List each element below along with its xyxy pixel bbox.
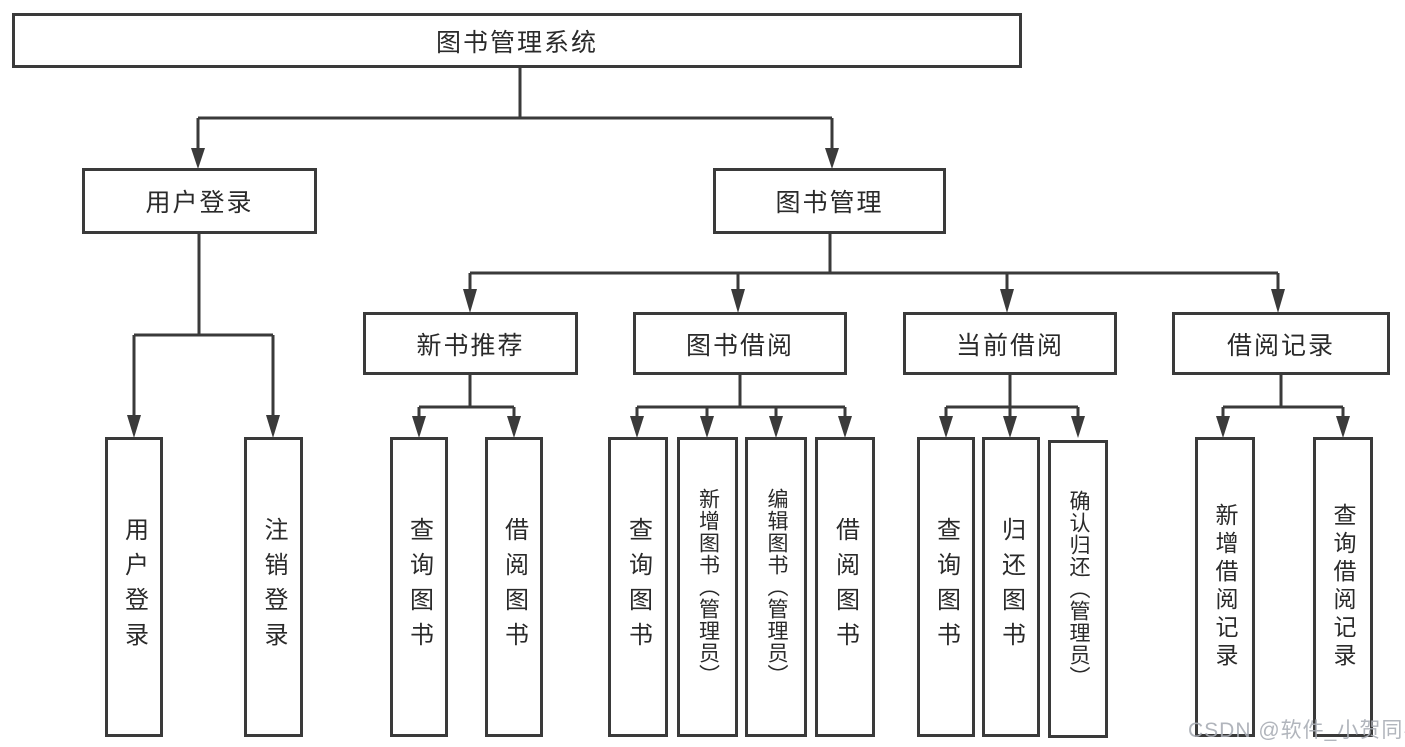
- node-book-borrow: 图书借阅: [633, 312, 847, 375]
- leaf-add-book-admin: 新增图书（管理员）: [677, 437, 738, 737]
- arrow-to-leaf-query-books-1: [412, 407, 426, 438]
- leaf-return-book-label: 归还图书: [997, 517, 1025, 657]
- arrow-to-new-book-recommend: [463, 273, 477, 313]
- leaf-confirm-return-admin: 确认归还（管理员）: [1048, 440, 1108, 738]
- leaf-edit-book-admin-label: 编辑图书（管理员）: [765, 488, 788, 686]
- node-current-borrow: 当前借阅: [903, 312, 1117, 375]
- node-book-management: 图书管理: [713, 168, 946, 234]
- node-new-book-recommend: 新书推荐: [363, 312, 578, 375]
- arrow-to-user-login: [191, 118, 205, 169]
- leaf-add-book-admin-label: 新增图书（管理员）: [696, 488, 720, 686]
- node-root-label: 图书管理系统: [435, 28, 598, 57]
- arrow-to-leaf-confirm-return: [1071, 407, 1085, 438]
- arrow-to-leaf-edit-book: [769, 407, 783, 438]
- leaf-logout: 注销登录: [244, 437, 303, 737]
- arrow-to-book-borrow: [731, 273, 745, 313]
- arrow-to-leaf-return-book: [1003, 407, 1017, 438]
- arrow-to-leaf-user-login: [127, 335, 141, 438]
- arrow-to-leaf-add-book: [700, 407, 714, 438]
- leaf-borrow-books-2-label: 借阅图书: [831, 517, 859, 657]
- leaf-query-borrow-record-label: 查询借阅记录: [1330, 503, 1356, 671]
- node-current-borrow-label: 当前借阅: [955, 331, 1064, 360]
- node-borrow-records: 借阅记录: [1172, 312, 1390, 375]
- arrow-to-leaf-logout: [266, 335, 280, 438]
- leaf-query-books-3: 查询图书: [917, 437, 975, 737]
- arrow-to-current-borrow: [1000, 273, 1014, 313]
- leaf-query-books-3-label: 查询图书: [932, 517, 960, 657]
- leaf-confirm-return-admin-label: 确认归还（管理员）: [1067, 490, 1090, 688]
- node-root: 图书管理系统: [12, 13, 1022, 68]
- leaf-borrow-books-1: 借阅图书: [485, 437, 543, 737]
- leaf-query-books-2: 查询图书: [608, 437, 668, 737]
- leaf-user-login: 用户登录: [105, 437, 163, 737]
- arrow-to-leaf-query-books-2: [630, 407, 644, 438]
- leaf-query-books-1: 查询图书: [390, 437, 448, 737]
- node-user-login: 用户登录: [82, 168, 317, 234]
- node-book-management-label: 图书管理: [775, 189, 884, 217]
- node-new-book-recommend-label: 新书推荐: [416, 331, 525, 360]
- leaf-borrow-books-1-label: 借阅图书: [500, 517, 528, 657]
- leaf-edit-book-admin: 编辑图书（管理员）: [745, 437, 807, 737]
- node-user-login-label: 用户登录: [145, 189, 254, 217]
- arrow-to-book-management: [825, 118, 839, 169]
- leaf-query-books-2-label: 查询图书: [624, 517, 652, 657]
- arrow-to-borrow-records: [1271, 273, 1285, 313]
- arrow-to-leaf-borrow-books-1: [507, 407, 521, 438]
- node-book-borrow-label: 图书借阅: [685, 331, 794, 360]
- leaf-add-borrow-record-label: 新增借阅记录: [1212, 503, 1238, 671]
- arrow-to-leaf-query-record: [1336, 407, 1350, 438]
- leaf-borrow-books-2: 借阅图书: [815, 437, 875, 737]
- arrow-to-leaf-add-record: [1216, 407, 1230, 438]
- leaf-user-login-label: 用户登录: [120, 517, 148, 657]
- arrow-to-leaf-query-books-3: [939, 407, 953, 438]
- csdn-watermark: CSDN @软件_小贺同学: [1188, 719, 1405, 742]
- leaf-add-borrow-record: 新增借阅记录: [1195, 437, 1255, 737]
- leaf-query-books-1-label: 查询图书: [405, 517, 433, 657]
- leaf-return-book: 归还图书: [982, 437, 1040, 737]
- leaf-query-borrow-record: 查询借阅记录: [1313, 437, 1373, 737]
- node-borrow-records-label: 借阅记录: [1226, 331, 1335, 360]
- arrow-to-leaf-borrow-books-2: [838, 407, 852, 438]
- leaf-logout-label: 注销登录: [260, 517, 287, 657]
